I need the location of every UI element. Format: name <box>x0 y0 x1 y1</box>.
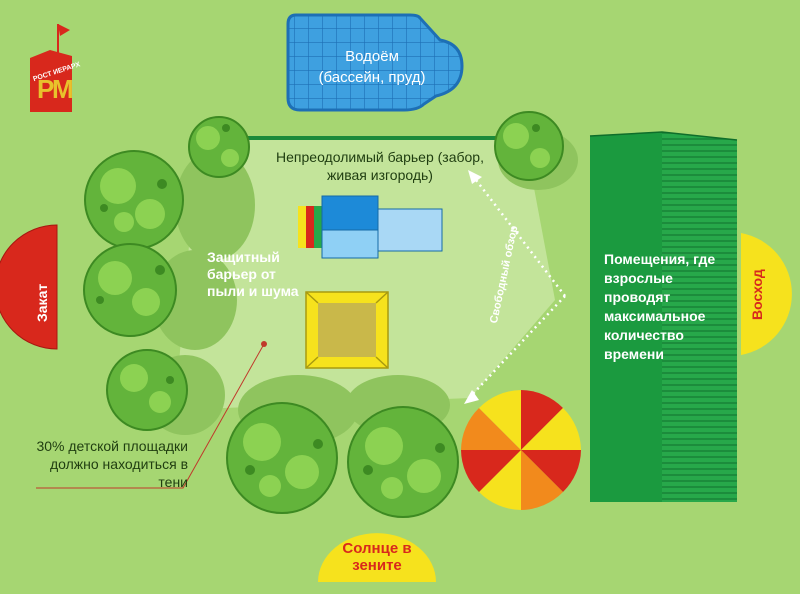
umbrella <box>461 390 581 510</box>
sunrise-badge <box>741 233 792 355</box>
logo-emblem <box>30 24 72 112</box>
slide-structure <box>298 195 443 259</box>
sunset-label: Закат <box>34 283 50 322</box>
shade-note: 30% детской площадки должно находиться в… <box>36 438 188 490</box>
sunrise-label: Восход <box>749 269 765 320</box>
playground-area <box>175 140 555 410</box>
pool-subtitle: (бассейн, пруд) <box>318 69 426 86</box>
pool-shape <box>286 13 464 112</box>
shade-note-dot <box>261 341 267 347</box>
view-arrowheads <box>464 170 482 404</box>
sandbox <box>305 291 389 369</box>
barrier-label: Непреодолимый барьер (забор, живая изгор… <box>276 149 484 183</box>
sun-zenith-badge <box>318 533 436 582</box>
tree-highlights <box>98 123 550 499</box>
fence-line <box>240 136 530 140</box>
sun-zenith-label: Солнце в зените <box>342 540 412 574</box>
building <box>589 131 738 502</box>
logo-mark: РМ <box>37 74 74 104</box>
protective-barrier-label: Защитный барьер от пыли и шума <box>207 249 299 299</box>
pool-title: Водоём <box>345 48 399 65</box>
tree-dark-spots <box>96 124 540 475</box>
view-arrows <box>468 175 566 399</box>
sunset-badge <box>0 224 58 350</box>
shade-note-leader <box>36 343 265 489</box>
rooms-label: Помещения, где взрослые проводят максима… <box>604 251 716 362</box>
